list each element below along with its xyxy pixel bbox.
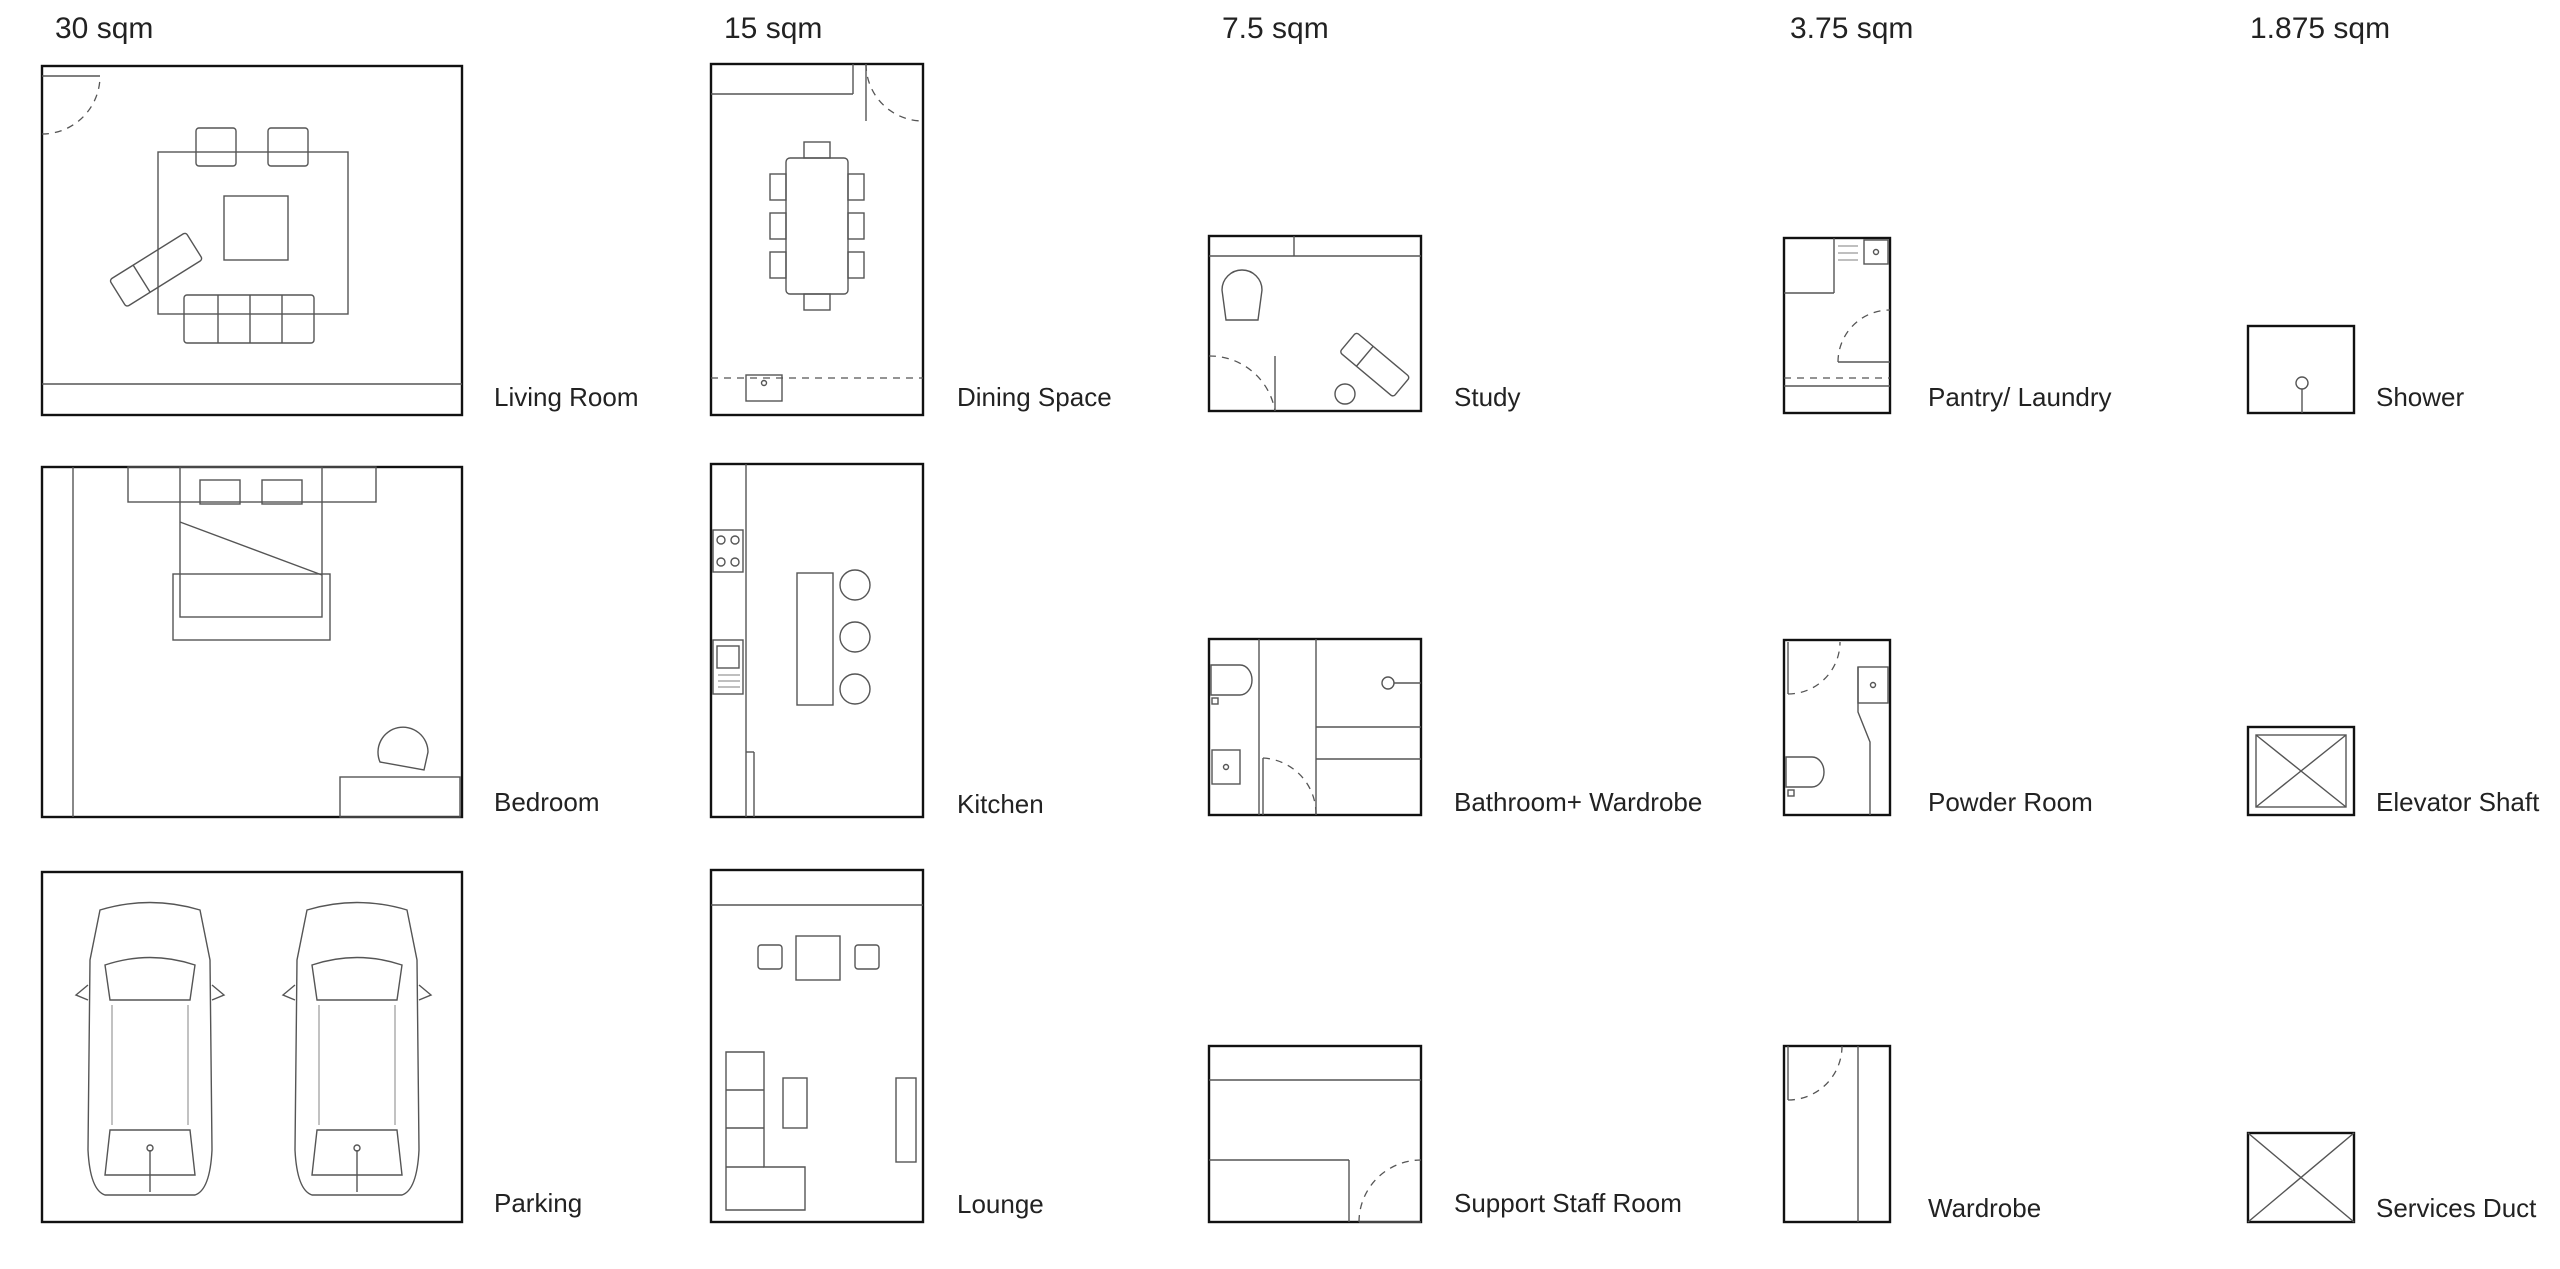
- column-header-15-sqm: 15 sqm: [724, 12, 823, 45]
- label-support-staff-room: Support Staff Room: [1454, 1188, 1682, 1218]
- living-room-plan: [40, 64, 464, 417]
- powder-room-plan: [1782, 638, 1892, 817]
- column-header-1-875-sqm: 1.875 sqm: [2250, 12, 2391, 45]
- label-parking: Parking: [494, 1188, 583, 1218]
- label-powder-room: Powder Room: [1928, 787, 2093, 817]
- column-header-30-sqm: 30 sqm: [55, 12, 154, 45]
- label-elevator-shaft: Elevator Shaft: [2376, 787, 2540, 817]
- bathroom-wardrobe-plan: [1207, 637, 1423, 817]
- label-study: Study: [1454, 382, 1521, 412]
- car-right: [281, 901, 433, 1196]
- label-dining-space: Dining Space: [957, 382, 1112, 412]
- shower-plan: [2246, 324, 2356, 415]
- dining-space-plan: [709, 62, 925, 417]
- label-bathroom-wardrobe: Bathroom+ Wardrobe: [1454, 787, 1703, 817]
- label-services-duct: Services Duct: [2376, 1193, 2537, 1223]
- study-plan: [1207, 234, 1423, 413]
- label-wardrobe: Wardrobe: [1928, 1193, 2042, 1223]
- column-header-7-5-sqm: 7.5 sqm: [1222, 12, 1329, 45]
- support-staff-room-plan: [1207, 1044, 1423, 1224]
- label-bedroom: Bedroom: [494, 787, 600, 817]
- parking-plan: [40, 870, 464, 1224]
- label-pantry-laundry: Pantry/ Laundry: [1928, 382, 2112, 412]
- label-shower: Shower: [2376, 382, 2465, 412]
- bedroom-plan: [40, 465, 464, 819]
- label-living-room: Living Room: [494, 382, 639, 412]
- elevator-shaft-plan: [2246, 725, 2356, 817]
- car-left: [74, 901, 226, 1196]
- lounge-plan: [709, 868, 925, 1224]
- pantry-laundry-plan: [1782, 236, 1892, 415]
- label-kitchen: Kitchen: [957, 789, 1044, 819]
- services-duct-plan: [2246, 1131, 2356, 1224]
- kitchen-plan: [709, 462, 925, 819]
- wardrobe-plan: [1782, 1044, 1892, 1224]
- column-header-3-75-sqm: 3.75 sqm: [1790, 12, 1914, 45]
- label-lounge: Lounge: [957, 1189, 1044, 1219]
